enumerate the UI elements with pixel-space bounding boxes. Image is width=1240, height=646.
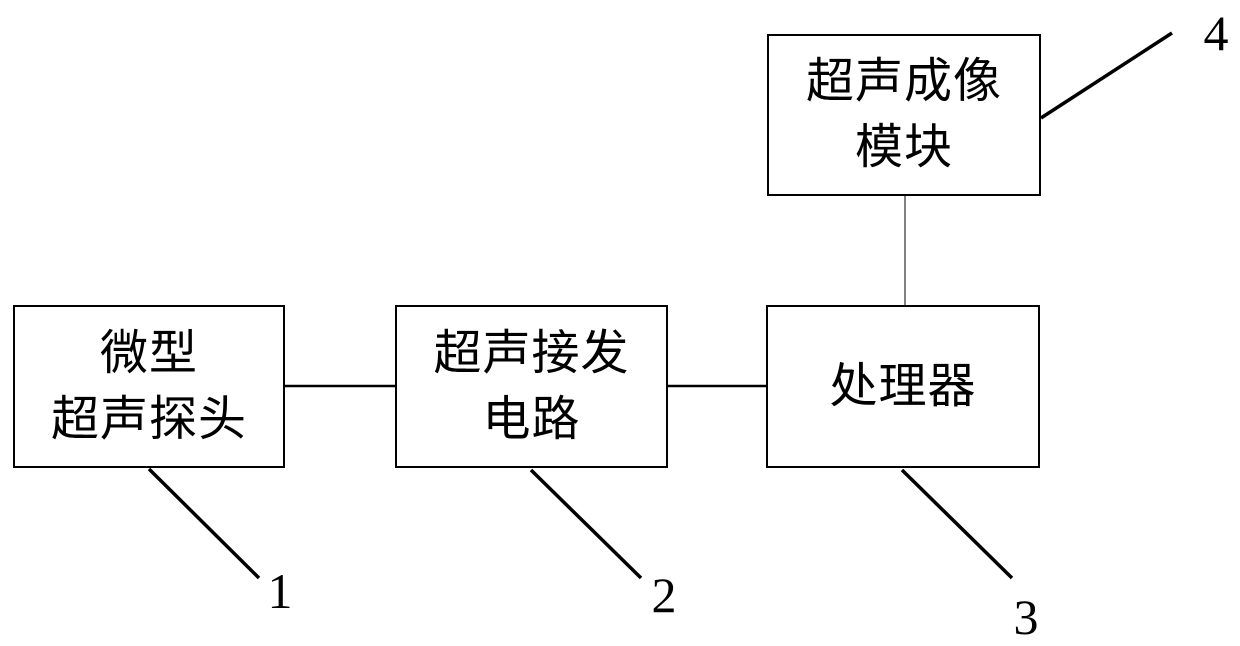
ref-label-2: 2: [651, 567, 677, 623]
box-text-line: 超声成像: [805, 55, 1002, 108]
box-text-line: 微型: [99, 326, 198, 380]
ref-label-4: 4: [1203, 5, 1229, 61]
box-text-line: 处理器: [829, 359, 977, 413]
ref-label-3: 3: [1013, 589, 1039, 645]
box-text-line: 超声探头: [50, 392, 247, 446]
box-micro-ultrasound-probe: 微型 超声探头: [13, 305, 285, 468]
leader-line-ref-3: [900, 468, 1014, 580]
box-text-line: 电路: [482, 392, 581, 446]
leader-line-ref-1: [147, 467, 261, 580]
box-text-line: 超声接发: [433, 326, 630, 380]
box-ultrasound-transceiver-circuit: 超声接发 电路: [395, 305, 668, 468]
box-processor: 处理器: [766, 305, 1040, 468]
box-text-line: 模块: [854, 121, 953, 174]
box-ultrasound-imaging-module: 超声成像 模块: [767, 34, 1041, 196]
ref-label-1: 1: [267, 563, 293, 619]
leader-line-ref-2: [529, 468, 643, 580]
leader-line-ref-4: [1040, 31, 1173, 120]
